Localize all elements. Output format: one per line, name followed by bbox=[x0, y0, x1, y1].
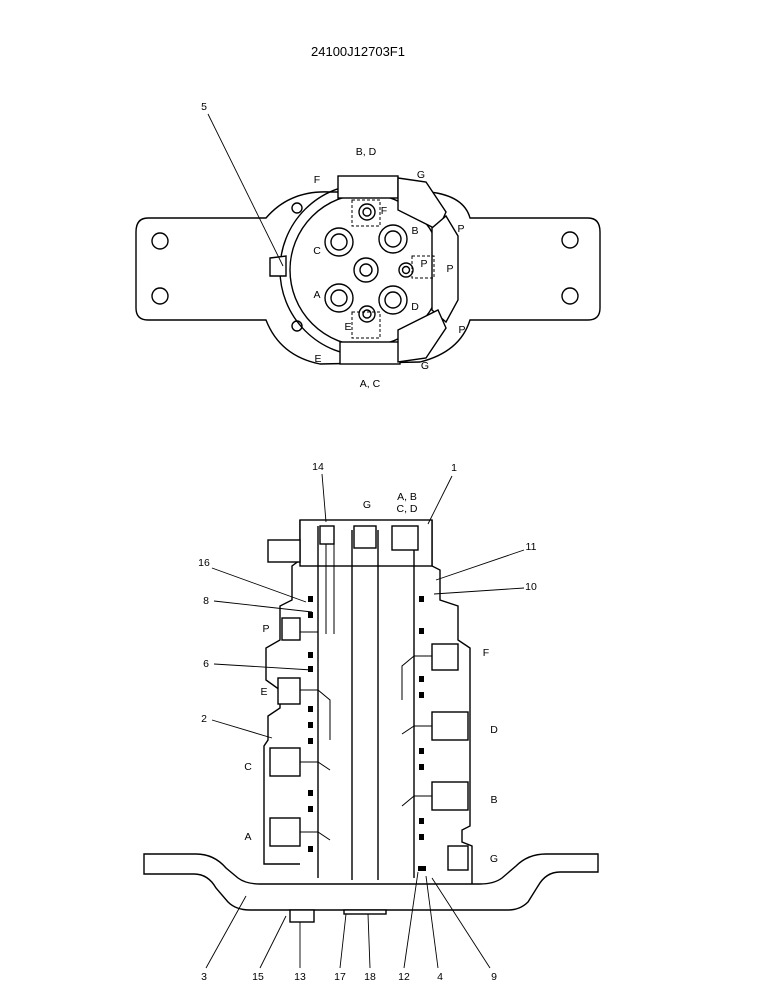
section-label-p: P bbox=[262, 623, 269, 635]
section-label-cd: C, D bbox=[397, 503, 418, 515]
drawing-title: 24100J12703F1 bbox=[311, 44, 405, 59]
callout-1: 1 bbox=[451, 462, 457, 474]
top-label-p-2: P bbox=[446, 263, 453, 275]
callout-17: 17 bbox=[334, 971, 346, 983]
section-view: G A, B C, D P E C A F D B G 14 1 16 8 6 … bbox=[143, 461, 599, 983]
top-label-e-inner: E bbox=[344, 321, 351, 333]
callout-2: 2 bbox=[201, 713, 207, 725]
callout-3: 3 bbox=[201, 971, 207, 983]
callout-16: 16 bbox=[198, 557, 210, 569]
section-label-f: F bbox=[483, 647, 489, 659]
top-label-e-outer: E bbox=[314, 353, 321, 365]
section-label-b: B bbox=[490, 794, 497, 806]
top-label-c: C bbox=[313, 245, 321, 257]
section-label-ab: A, B bbox=[397, 491, 417, 503]
top-label-b: B bbox=[411, 225, 418, 237]
callout-14: 14 bbox=[312, 461, 324, 473]
callout-13: 13 bbox=[294, 971, 306, 983]
top-label-a: A bbox=[313, 289, 320, 301]
section-label-g: G bbox=[490, 853, 498, 865]
callout-9: 9 bbox=[491, 971, 497, 983]
top-label-p-3: P bbox=[458, 324, 465, 336]
top-label-d: D bbox=[411, 301, 419, 313]
top-label-g-upper: G bbox=[417, 169, 425, 181]
seal-marks bbox=[308, 596, 426, 871]
top-label-g-lower: G bbox=[421, 360, 429, 372]
top-label-f-outer: F bbox=[314, 174, 320, 186]
top-label-a-c: A, C bbox=[360, 378, 381, 390]
callout-12: 12 bbox=[398, 971, 410, 983]
section-label-g-top: G bbox=[363, 499, 371, 511]
callout-18: 18 bbox=[364, 971, 376, 983]
callout-15: 15 bbox=[252, 971, 264, 983]
section-label-d: D bbox=[490, 724, 498, 736]
top-label-b-d: B, D bbox=[356, 146, 377, 158]
top-label-f-inner: F bbox=[381, 205, 387, 217]
callout-4: 4 bbox=[437, 971, 443, 983]
top-label-p-1: P bbox=[457, 223, 464, 235]
callout-8: 8 bbox=[203, 595, 209, 607]
callout-11: 11 bbox=[526, 541, 537, 553]
top-label-p-4: P bbox=[420, 258, 427, 270]
section-label-c: C bbox=[244, 761, 252, 773]
callout-10: 10 bbox=[525, 581, 537, 593]
callout-6: 6 bbox=[203, 658, 209, 670]
top-view: B, D A, C F G P P P E G B C A D F E P 5 bbox=[135, 101, 601, 390]
callout-5: 5 bbox=[201, 101, 207, 113]
section-label-e: E bbox=[260, 686, 267, 698]
section-label-a: A bbox=[244, 831, 251, 843]
